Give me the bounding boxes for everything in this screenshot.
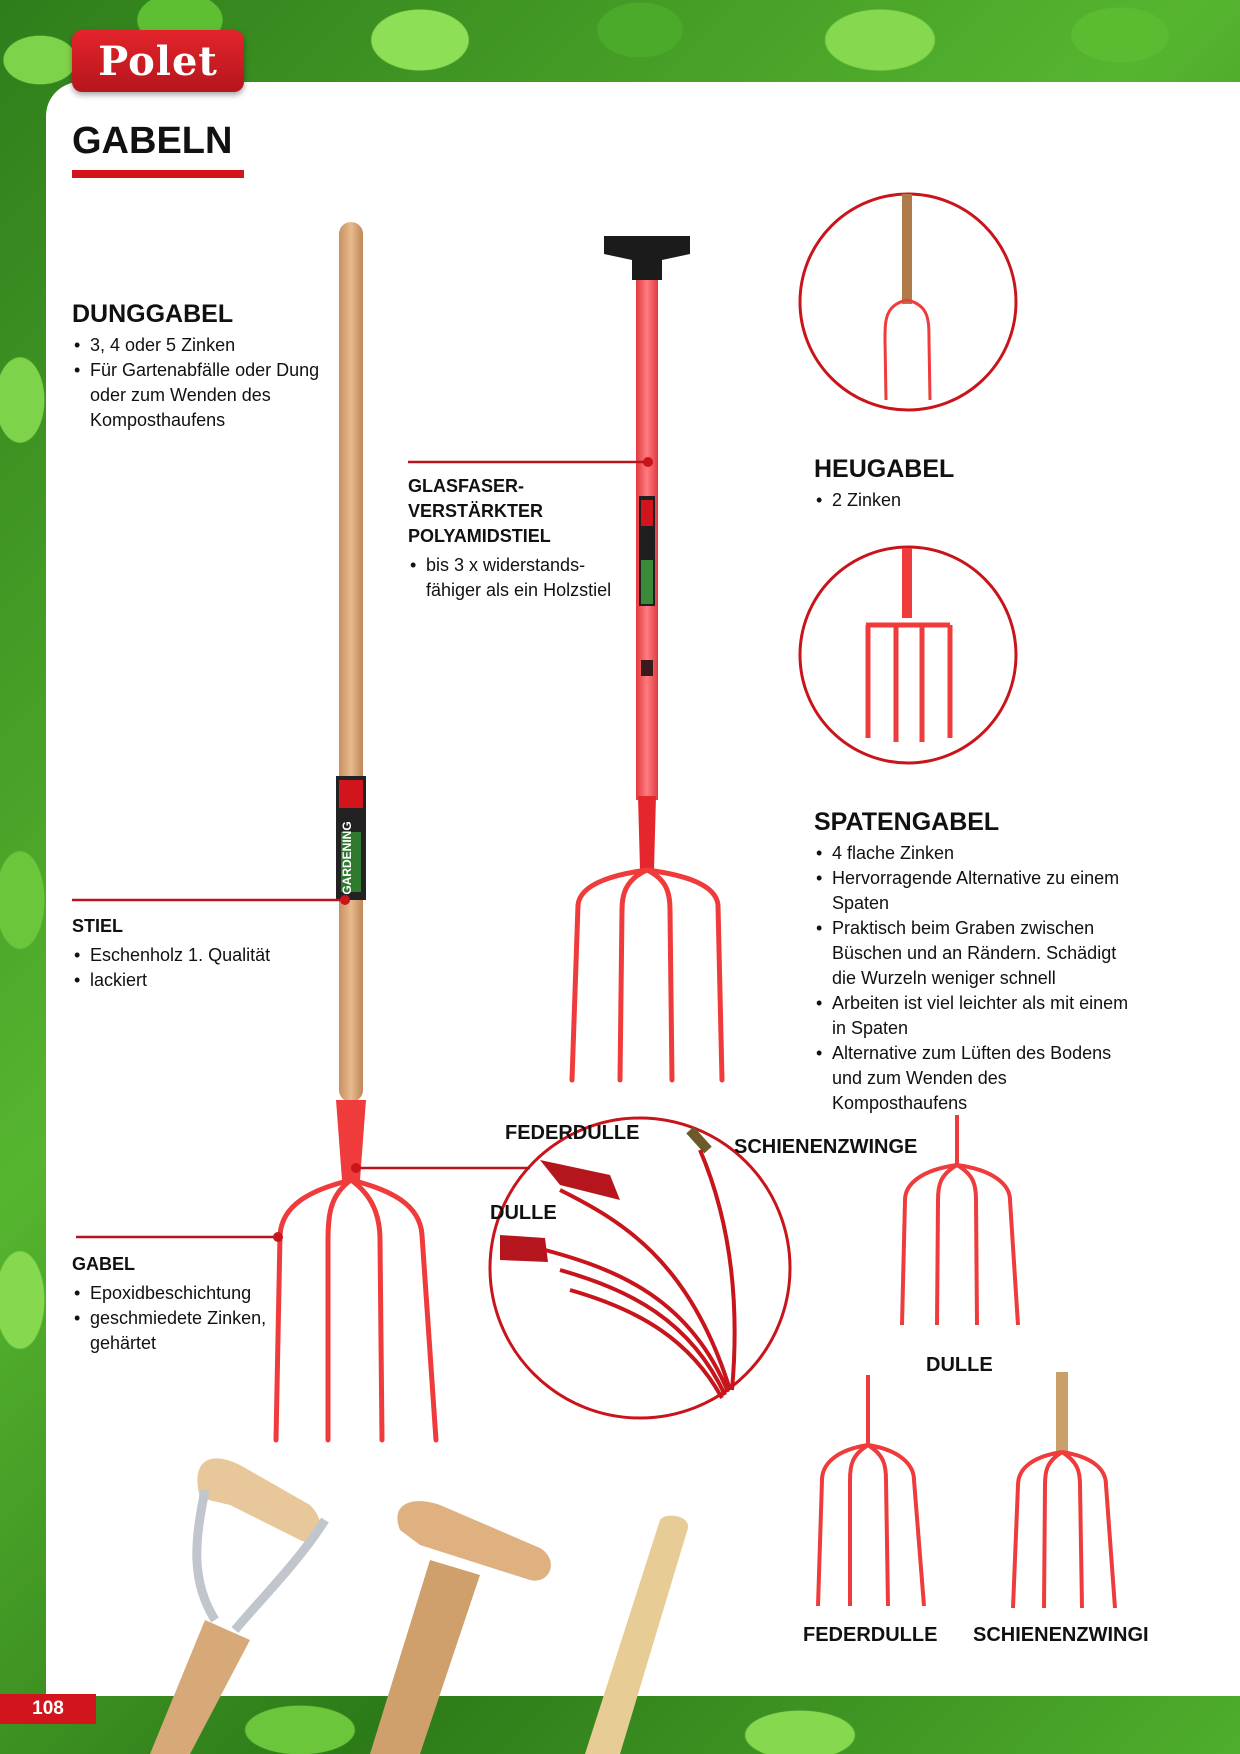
stiel-section: STIEL Eschenholz 1. Qualität lackiert: [72, 914, 332, 993]
stiel-bullet-1: Eschenholz 1. Qualität: [72, 943, 332, 968]
federdulle-label-top: FEDERDULLE: [505, 1122, 640, 1144]
callout-dots: [273, 457, 653, 1242]
glasfaser-heading-line-2: VERSTÄRKTER: [408, 501, 544, 521]
glasfaser-bullet-1: bis 3 x widerstands-fähiger als ein Holz…: [408, 553, 634, 603]
dunggabel-heading: DUNGGABEL: [72, 300, 234, 328]
federdulle-fork-image: [816, 1375, 926, 1607]
spatengabel-circle-image: [798, 545, 1018, 765]
stiel-list: Eschenholz 1. Qualität lackiert: [72, 943, 332, 993]
gabel-heading: GABEL: [72, 1254, 135, 1274]
dulle-label-left: DULLE: [490, 1202, 557, 1224]
spatengabel-heading: SPATENGABEL: [814, 808, 1000, 836]
glasfaser-list: bis 3 x widerstands-fähiger als ein Holz…: [408, 553, 634, 603]
title-underline: [72, 170, 244, 178]
page-title: GABELN: [72, 120, 233, 162]
federdulle-label-bottom: FEDERDULLE: [803, 1624, 938, 1646]
gabel-bullet-1: Epoxidbeschichtung: [72, 1281, 282, 1306]
gabel-list: Epoxidbeschichtung geschmiedete Zinken, …: [72, 1281, 282, 1356]
spatengabel-section: SPATENGABEL 4 flache Zinken Hervorragend…: [814, 808, 1134, 1116]
spatengabel-list: 4 flache Zinken Hervorragende Alternativ…: [814, 841, 1134, 1116]
heugabel-circle-image: [798, 192, 1018, 412]
dulle-fork-image: [900, 1115, 1020, 1326]
glasfaser-fork-image: [569, 236, 725, 1083]
glasfaser-heading-line-3: POLYAMIDSTIEL: [408, 526, 551, 546]
spatengabel-bullet-1: 4 flache Zinken: [814, 841, 1134, 866]
gabel-bullet-2: geschmiedete Zinken, gehärtet: [72, 1306, 282, 1356]
spatengabel-bullet-3: Praktisch beim Graben zwischen Büschen u…: [814, 916, 1134, 991]
heugabel-bullet-1: 2 Zinken: [814, 488, 1114, 513]
brand-logo: Polet: [72, 30, 244, 92]
schienenzwinge-label-bottom: SCHIENENZWINGI: [973, 1624, 1149, 1646]
callout-lines: [72, 460, 648, 1239]
spatengabel-bullet-2: Hervorragende Alternative zu einem Spate…: [814, 866, 1134, 916]
handle-band-text: GARDENING: [340, 821, 354, 894]
dunggabel-section: DUNGGABEL 3, 4 oder 5 Zinken Für Gartena…: [72, 300, 342, 433]
stiel-heading: STIEL: [72, 916, 124, 936]
page-number: 108: [0, 1694, 96, 1724]
glasfaser-heading-line-1: GLASFASER-: [408, 476, 525, 496]
dunggabel-fork-image: GARDENING: [273, 222, 439, 1443]
heugabel-heading: HEUGABEL: [814, 455, 955, 483]
heugabel-section: HEUGABEL 2 Zinken: [814, 455, 1114, 513]
dulle-label-right: DULLE: [926, 1354, 993, 1376]
glasfaser-heading: GLASFASER- VERSTÄRKTER POLYAMIDSTIEL: [408, 474, 634, 549]
spatengabel-bullet-4: Arbeiten ist viel leichter als mit einem…: [814, 991, 1134, 1041]
heugabel-list: 2 Zinken: [814, 488, 1114, 513]
schienenzwinge-fork-image: [1011, 1372, 1117, 1609]
stiel-bullet-2: lackiert: [72, 968, 332, 993]
gabel-section: GABEL Epoxidbeschichtung geschmiedete Zi…: [72, 1252, 282, 1356]
spatengabel-bullet-5: Alternative zum Lüften des Bodens und zu…: [814, 1041, 1134, 1116]
schienenzwinge-label-top: SCHIENENZWINGE: [734, 1136, 918, 1158]
detail-circle-image: [488, 1116, 792, 1420]
handle-types-image: [150, 1458, 689, 1754]
glasfaser-section: GLASFASER- VERSTÄRKTER POLYAMIDSTIEL bis…: [408, 474, 634, 603]
dunggabel-bullet-1: 3, 4 oder 5 Zinken: [72, 333, 342, 358]
dunggabel-bullet-2: Für Gartenabfälle oder Dung oder zum Wen…: [72, 358, 342, 433]
dunggabel-list: 3, 4 oder 5 Zinken Für Gartenabfälle ode…: [72, 333, 342, 433]
